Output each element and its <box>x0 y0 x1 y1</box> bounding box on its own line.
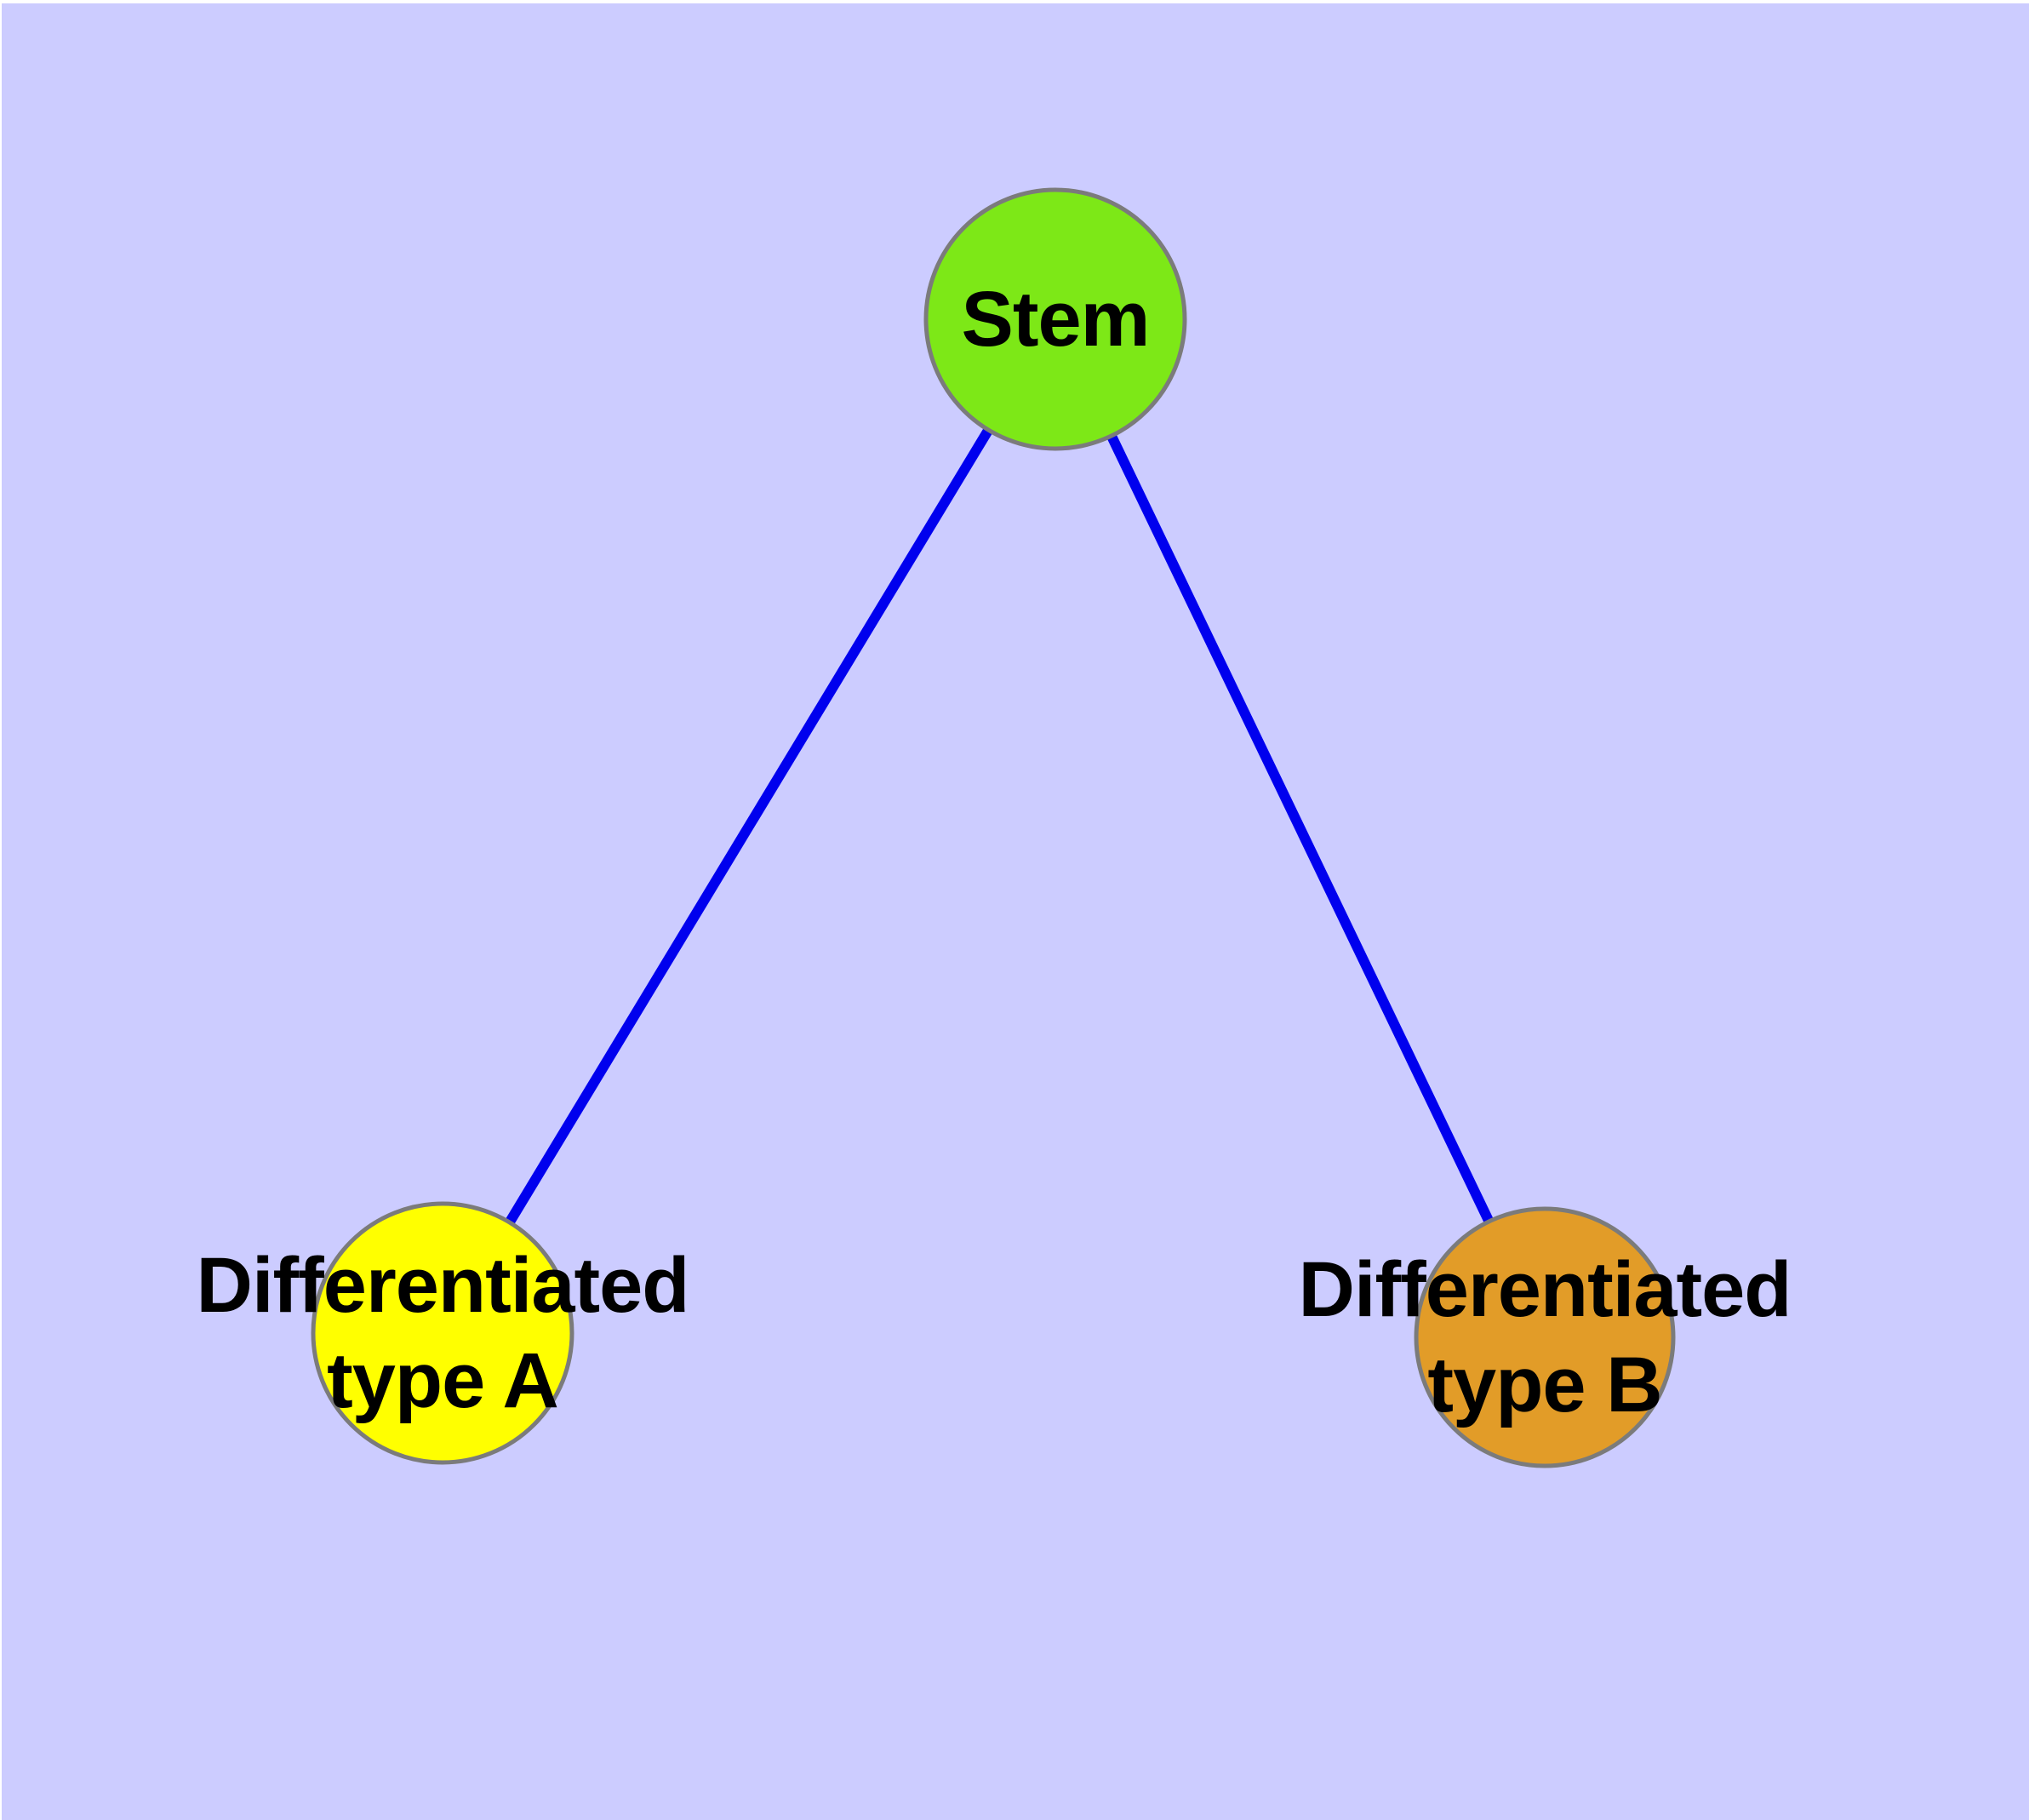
node-differentiated-type-b-label: Differentiated type B <box>1299 1242 1792 1433</box>
node-stem-circle <box>923 187 1187 451</box>
label-line: type B <box>1427 1342 1662 1428</box>
label-line: type A <box>327 1337 559 1424</box>
node-differentiated-type-b-circle <box>1414 1206 1676 1468</box>
node-stem-label: Stem <box>961 272 1151 367</box>
node-differentiated-type-a-label: Differentiated type A <box>196 1238 690 1428</box>
edge-stem-to-type-b <box>1050 317 1550 1340</box>
edge-stem-to-type-a <box>437 316 1060 1336</box>
node-differentiated-type-a-circle <box>311 1201 574 1465</box>
label-line: Differentiated <box>1298 1246 1792 1333</box>
label-line: Stem <box>961 276 1151 363</box>
label-line: Differentiated <box>196 1242 690 1329</box>
